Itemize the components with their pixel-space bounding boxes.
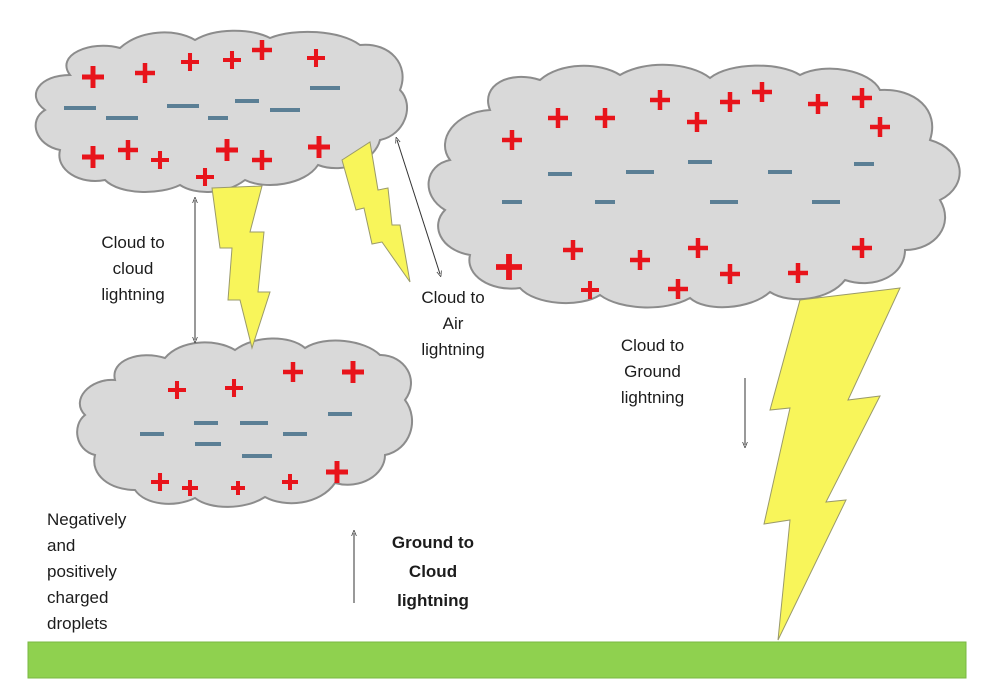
positive-charge-icon (852, 238, 872, 258)
positive-charge-icon (168, 381, 186, 399)
label-line: charged (47, 588, 109, 607)
label-line: positively (47, 562, 117, 581)
positive-charge-icon (852, 88, 872, 108)
positive-charge-icon (788, 263, 808, 283)
positive-charge-icon (342, 361, 364, 383)
cloud-to-air-arrow (397, 140, 440, 274)
positive-charge-icon (118, 140, 138, 160)
cloud-to-ground-bolt (763, 287, 901, 641)
label-line: Ground (624, 362, 681, 381)
label-line: Air (442, 314, 464, 333)
positive-charge-icon (252, 40, 272, 60)
label-line: lightning (620, 388, 685, 407)
positive-charge-icon (326, 461, 348, 483)
positive-charge-icon (252, 150, 272, 170)
droplets-label: Negatively and positively charged drople… (47, 507, 126, 637)
cloud-to-cloud-bolt (211, 185, 271, 350)
positive-charge-icon (225, 379, 243, 397)
label-line: Cloud (408, 562, 458, 581)
cloud-to-cloud-label: Cloud to cloud lightning (78, 230, 188, 308)
positive-charge-icon (752, 82, 772, 102)
positive-charge-icon (308, 136, 330, 158)
positive-charge-icon (720, 264, 740, 284)
cloud-to-ground-label: Cloud to Ground lightning (595, 333, 710, 411)
label-line: Cloud to (620, 336, 685, 355)
positive-charge-icon (282, 474, 298, 490)
positive-charge-icon (196, 168, 214, 186)
ground-to-cloud-label: Ground to Cloud lightning (378, 528, 488, 615)
right-cloud (427, 63, 961, 309)
positive-charge-icon (870, 117, 890, 137)
positive-charge-icon (688, 238, 708, 258)
positive-charge-icon (630, 250, 650, 270)
label-line: lightning (101, 285, 165, 304)
positive-charge-icon (82, 66, 104, 88)
cloud-to-air-bolt (341, 141, 411, 283)
positive-charge-icon (231, 481, 245, 495)
label-line: Negatively (47, 510, 127, 529)
ground (27, 641, 967, 679)
cloud-to-air-label: Cloud to Air lightning (398, 285, 508, 363)
positive-charge-icon (595, 108, 615, 128)
positive-charge-icon (502, 130, 522, 150)
positive-charge-icon (650, 90, 670, 110)
positive-charge-icon (581, 281, 599, 299)
positive-charge-icon (496, 254, 522, 280)
label-line: droplets (47, 614, 108, 633)
positive-charge-icon (151, 151, 169, 169)
positive-charge-icon (151, 473, 169, 491)
label-line: Cloud to (101, 233, 165, 252)
positive-charge-icon (808, 94, 828, 114)
positive-charge-icon (182, 480, 198, 496)
positive-charge-icon (181, 53, 199, 71)
label-line: and (47, 536, 76, 555)
positive-charge-icon (216, 139, 238, 161)
positive-charge-icon (563, 240, 583, 260)
label-line: Cloud to (421, 288, 485, 307)
positive-charge-icon (687, 112, 707, 132)
positive-charge-icon (720, 92, 740, 112)
positive-charge-icon (307, 49, 325, 67)
label-line: Ground to (391, 533, 475, 552)
positive-charge-icon (668, 279, 688, 299)
positive-charge-icon (223, 51, 241, 69)
positive-charge-icon (82, 146, 104, 168)
label-line: lightning (397, 591, 469, 610)
positive-charge-icon (548, 108, 568, 128)
label-line: lightning (421, 340, 485, 359)
positive-charge-icon (283, 362, 303, 382)
positive-charge-icon (135, 63, 155, 83)
label-line: cloud (112, 259, 154, 278)
